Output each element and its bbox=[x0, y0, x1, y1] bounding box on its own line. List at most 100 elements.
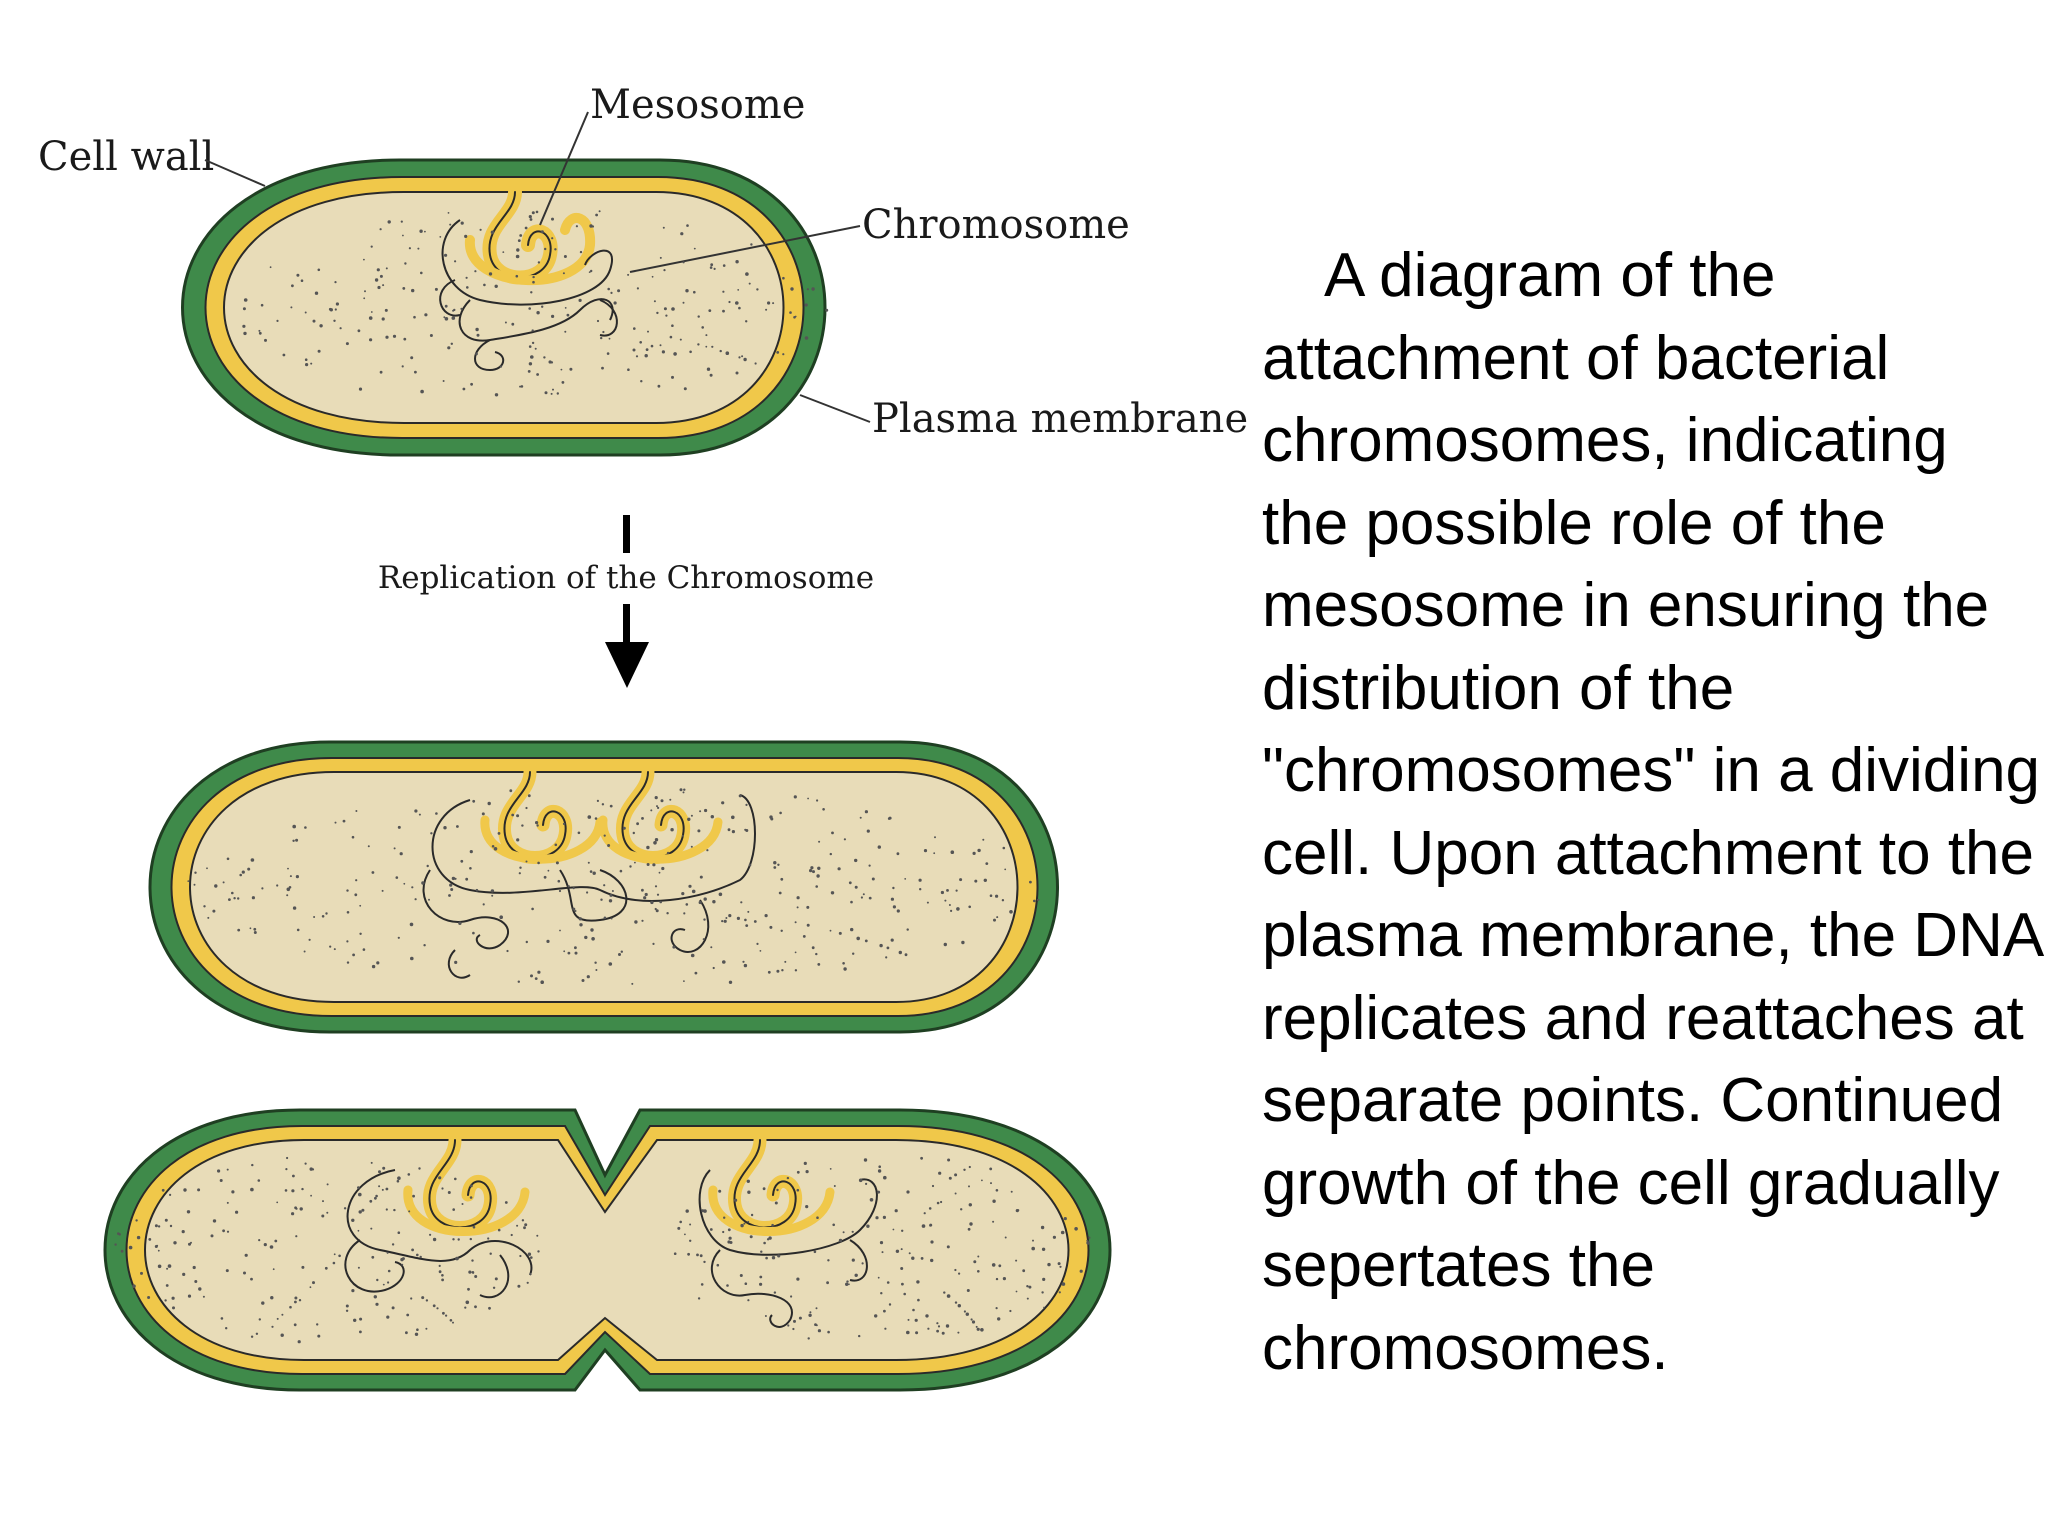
stipple-dot bbox=[608, 899, 613, 903]
stipple-dot bbox=[749, 1235, 753, 1239]
stipple-dot bbox=[746, 1179, 750, 1184]
stipple-dot bbox=[581, 979, 585, 982]
stipple-dot bbox=[219, 1179, 223, 1182]
stipple-dot bbox=[120, 1249, 124, 1253]
stipple-dot bbox=[745, 272, 749, 276]
stipple-dot bbox=[877, 1190, 881, 1194]
stipple-dot bbox=[157, 1225, 161, 1228]
stipple-dot bbox=[228, 898, 231, 901]
stipple-dot bbox=[641, 888, 644, 892]
stipple-dot bbox=[424, 313, 428, 317]
stipple-dot bbox=[474, 1305, 477, 1309]
stipple-dot bbox=[460, 859, 464, 863]
stipple-dot bbox=[509, 789, 513, 793]
stipple-dot bbox=[250, 1335, 254, 1338]
stipple-dot bbox=[578, 917, 582, 921]
stipple-dot bbox=[609, 893, 613, 897]
stipple-dot bbox=[551, 217, 554, 221]
stipple-dot bbox=[456, 825, 459, 828]
stipple-dot bbox=[286, 1156, 289, 1160]
stipple-dot bbox=[295, 1235, 298, 1238]
stipple-dot bbox=[620, 950, 623, 953]
stipple-dot bbox=[781, 969, 784, 972]
stipple-dot bbox=[896, 852, 900, 856]
stipple-dot bbox=[210, 1234, 214, 1238]
stipple-dot bbox=[817, 1329, 822, 1333]
stipple-dot bbox=[926, 901, 929, 904]
stipple-dot bbox=[877, 1169, 882, 1173]
stipple-dot bbox=[457, 1238, 460, 1241]
stipple-dot bbox=[354, 893, 358, 897]
stipple-dot bbox=[906, 928, 909, 931]
stipple-dot bbox=[1074, 1227, 1078, 1231]
stipple-dot bbox=[856, 936, 860, 941]
stipple-dot bbox=[694, 971, 698, 975]
stipple-dot bbox=[1004, 868, 1007, 871]
stipple-dot bbox=[811, 946, 815, 950]
stipple-dot bbox=[864, 810, 869, 814]
stipple-dot bbox=[465, 1300, 470, 1305]
stipple-dot bbox=[518, 872, 521, 875]
stipple-dot bbox=[743, 963, 748, 968]
stipple-dot bbox=[1063, 1217, 1067, 1221]
stipple-dot bbox=[552, 388, 554, 391]
stipple-dot bbox=[402, 234, 404, 237]
stipple-dot bbox=[701, 326, 704, 329]
stipple-dot bbox=[954, 1268, 957, 1272]
stipple-dot bbox=[363, 258, 365, 261]
stipple-dot bbox=[465, 877, 469, 881]
stipple-dot bbox=[1061, 1282, 1066, 1286]
stipple-dot bbox=[555, 861, 559, 865]
stipple-dot bbox=[301, 1187, 304, 1191]
stipple-dot bbox=[363, 297, 366, 300]
stipple-dot bbox=[721, 801, 725, 805]
stipple-dot bbox=[464, 234, 468, 238]
stipple-dot bbox=[420, 389, 424, 394]
stipple-dot bbox=[355, 810, 358, 812]
stipple-dot bbox=[469, 1196, 473, 1199]
stipple-dot bbox=[309, 1167, 313, 1171]
stipple-dot bbox=[754, 362, 757, 365]
stipple-dot bbox=[1009, 910, 1013, 914]
stipple-dot bbox=[334, 308, 337, 311]
stipple-dot bbox=[497, 832, 501, 835]
stipple-dot bbox=[544, 391, 548, 395]
stipple-dot bbox=[443, 316, 446, 319]
stipple-dot bbox=[1015, 1259, 1018, 1262]
stipple-dot bbox=[530, 355, 534, 359]
stipple-dot bbox=[393, 1208, 396, 1212]
stipple-dot bbox=[1002, 846, 1006, 850]
stipple-dot bbox=[771, 1223, 774, 1227]
stipple-dot bbox=[776, 351, 780, 354]
stipple-dot bbox=[345, 1304, 349, 1308]
stipple-dot bbox=[304, 826, 307, 829]
stipple-dot bbox=[722, 1230, 725, 1234]
stipple-dot bbox=[309, 1286, 312, 1289]
stipple-dot bbox=[454, 960, 458, 965]
stipple-dot bbox=[346, 911, 350, 914]
stipple-dot bbox=[537, 861, 540, 865]
stipple-dot bbox=[963, 1168, 966, 1172]
stipple-dot bbox=[665, 314, 668, 317]
stipple-dot bbox=[562, 272, 565, 275]
stipple-dot bbox=[525, 940, 528, 944]
stipple-dot bbox=[400, 220, 403, 223]
stipple-dot bbox=[343, 1207, 347, 1210]
stipple-dot bbox=[423, 944, 426, 947]
stipple-dot bbox=[772, 302, 775, 305]
stipple-dot bbox=[684, 1233, 686, 1236]
stipple-dot bbox=[644, 892, 648, 897]
stipple-dot bbox=[521, 1219, 525, 1222]
stipple-dot bbox=[946, 1245, 950, 1249]
label-chromosome: Chromosome bbox=[862, 202, 1130, 248]
stipple-dot bbox=[294, 1300, 297, 1304]
stipple-dot bbox=[725, 917, 728, 919]
stipple-dot bbox=[301, 1265, 305, 1269]
stipple-dot bbox=[747, 1299, 750, 1302]
stipple-dot bbox=[912, 1308, 915, 1312]
stipple-dot bbox=[471, 1259, 474, 1262]
stipple-dot bbox=[993, 918, 996, 922]
stipple-dot bbox=[404, 262, 407, 265]
stipple-dot bbox=[410, 1297, 413, 1300]
stipple-dot bbox=[925, 1314, 929, 1318]
